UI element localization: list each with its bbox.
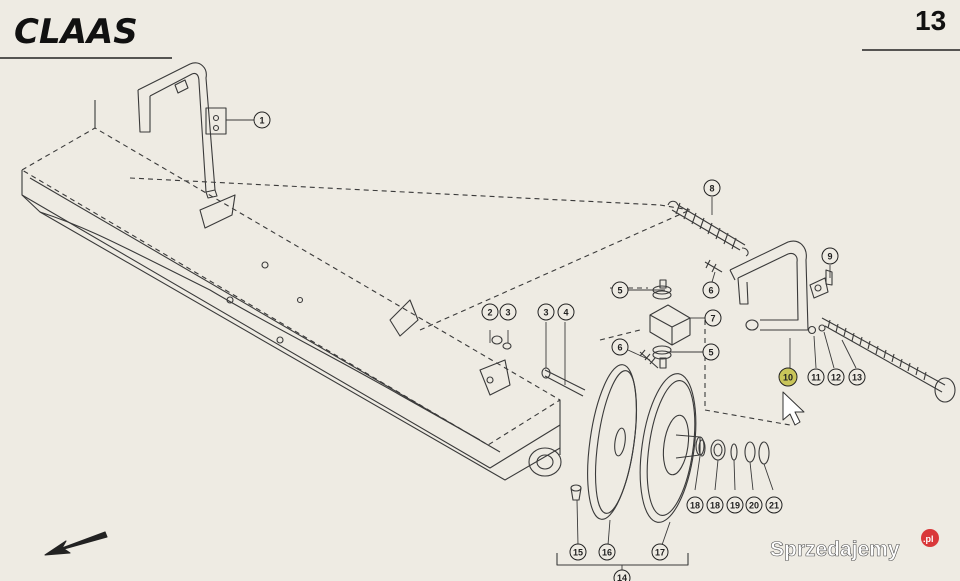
callout-14: 14 (613, 569, 631, 581)
watermark: Sprzedajemy .pl (770, 529, 939, 561)
callout-bubbles: 1 2 3 3 4 5 5 6 6 7 8 9 10 11 12 13 14 1… (253, 111, 866, 581)
callout-18-b: 19 (726, 496, 744, 514)
frame-beam (21, 100, 562, 481)
dashed-outline (129, 177, 791, 426)
svg-text:1: 1 (259, 116, 264, 126)
callout-1: 1 (253, 111, 271, 129)
svg-text:21: 21 (769, 501, 779, 511)
watermark-text: Sprzedajemy (770, 538, 900, 561)
svg-text:11: 11 (811, 373, 821, 383)
svg-text:5: 5 (708, 348, 713, 358)
bent-lever (729, 240, 809, 331)
svg-text:13: 13 (852, 373, 862, 383)
svg-text:8: 8 (709, 184, 714, 194)
svg-text:18: 18 (710, 501, 720, 511)
callout-17: 17 (651, 543, 669, 561)
svg-text:12: 12 (831, 373, 841, 383)
callout-20: 20 (745, 496, 763, 514)
callout-7: 7 (704, 309, 722, 327)
washers (698, 439, 770, 465)
callout-9: 9 (821, 247, 839, 265)
brand-logo-text: CLAAS (14, 12, 138, 52)
direction-arrow (44, 531, 108, 556)
callout-18: 18 (686, 496, 704, 514)
svg-text:16: 16 (602, 548, 612, 558)
watermark-badge (921, 529, 939, 547)
callout-6: 6 (611, 338, 629, 356)
svg-text:17: 17 (655, 548, 665, 558)
callout-6-b: 6 (702, 281, 720, 299)
bearing-block (649, 279, 691, 369)
page-number: 13 (915, 5, 946, 36)
svg-text:10: 10 (783, 373, 793, 383)
bracket-14 (556, 553, 689, 566)
pin-15 (570, 484, 582, 501)
svg-text:9: 9 (827, 252, 832, 262)
callout-16: 16 (598, 543, 616, 561)
drawing (21, 62, 956, 572)
disc-17 (639, 373, 705, 523)
watermark-badge-text: .pl (923, 534, 934, 544)
disc-16 (587, 364, 637, 520)
svg-text:6: 6 (617, 343, 622, 353)
svg-text:6: 6 (708, 286, 713, 296)
svg-text:3: 3 (543, 308, 548, 318)
callout-8: 8 (703, 179, 721, 197)
callout-19: 18 (706, 496, 724, 514)
svg-text:18: 18 (690, 501, 700, 511)
svg-text:7: 7 (710, 314, 715, 324)
callout-21: 21 (765, 496, 783, 514)
callout-11: 11 (807, 368, 825, 386)
handle-lever (137, 62, 227, 199)
callout-3: 3 (499, 303, 517, 321)
callout-15: 15 (569, 543, 587, 561)
svg-text:14: 14 (617, 573, 627, 581)
callout-3-b: 3 (537, 303, 555, 321)
callout-13: 13 (848, 368, 866, 386)
svg-text:15: 15 (573, 548, 583, 558)
callout-12: 12 (827, 368, 845, 386)
svg-text:2: 2 (487, 308, 492, 318)
callout-4: 4 (557, 303, 575, 321)
svg-text:3: 3 (505, 308, 510, 318)
callout-5: 5 (611, 281, 629, 299)
threaded-rod (821, 317, 956, 403)
svg-text:19: 19 (730, 501, 740, 511)
svg-text:5: 5 (617, 286, 622, 296)
callout-10: 10 (778, 367, 798, 387)
svg-text:20: 20 (749, 501, 759, 511)
callout-2: 2 (481, 303, 499, 321)
tension-spring (667, 200, 749, 257)
callout-5-b: 5 (702, 343, 720, 361)
svg-text:4: 4 (563, 308, 568, 318)
cursor-icon (782, 391, 805, 426)
